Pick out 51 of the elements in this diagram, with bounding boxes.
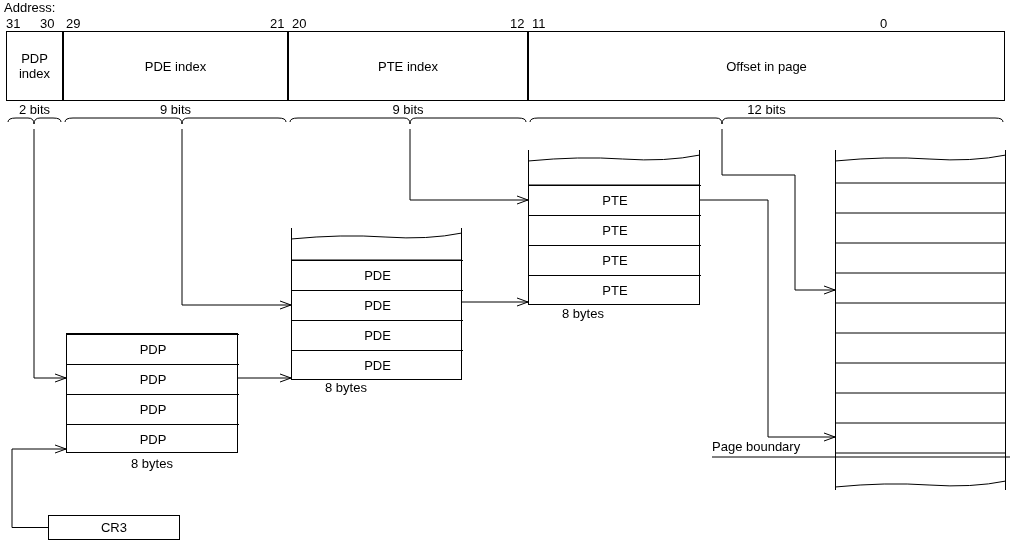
arrow (33, 128, 67, 383)
bit-number: 12 (510, 17, 525, 31)
field-label: PTE (602, 193, 628, 208)
arrow (721, 128, 836, 295)
bit-number: 0 (880, 17, 888, 31)
field-label: PDE (364, 328, 391, 343)
bit-number: 20 (292, 17, 307, 31)
arrow (11, 444, 67, 528)
field-label: PDE (364, 298, 391, 313)
arrow (409, 128, 529, 205)
field-label: PDP (139, 372, 167, 387)
field-label: PTE (602, 223, 628, 238)
field-label: PDP (139, 342, 167, 357)
field-label: PDE index (144, 58, 207, 74)
bit-number: 11 (532, 17, 546, 31)
boundary-label: Page boundary (712, 440, 801, 454)
field-label: CR3 (101, 520, 127, 535)
field-label: PDP (139, 432, 167, 447)
address-field (288, 31, 528, 101)
size-label: 8 bytes (324, 381, 368, 395)
address-field (528, 31, 1005, 101)
arrow (237, 373, 292, 383)
entry-table (528, 150, 700, 305)
address-field (6, 31, 63, 101)
size-label: 9 bits (391, 103, 425, 117)
arrow (699, 199, 836, 442)
heading-label: Address: (4, 1, 56, 15)
field-label: PDE (364, 268, 391, 283)
field-label: Offset in page (726, 58, 807, 74)
field-label: PDP (139, 402, 167, 417)
register-box (48, 515, 180, 540)
size-label: 8 bytes (561, 307, 605, 321)
bit-number: 21 (270, 17, 285, 31)
arrow (181, 128, 292, 310)
field-label: PDP index (17, 51, 52, 81)
field-label: PTE (602, 253, 628, 268)
field-label: PDE (364, 358, 391, 373)
bit-number: 30 (40, 17, 55, 31)
bit-number: 29 (66, 17, 81, 31)
memory-page (835, 150, 1006, 490)
entry-table (291, 228, 462, 380)
field-label: PTE index (378, 58, 438, 74)
entry-table (66, 333, 238, 453)
address-field (63, 31, 288, 101)
bit-number: 31 (6, 17, 21, 31)
arrow (461, 297, 529, 307)
size-label: 8 bytes (130, 457, 174, 471)
field-label: PTE (602, 283, 628, 298)
size-label: 2 bits (17, 103, 52, 117)
size-label: 12 bits (746, 103, 787, 117)
size-label: 9 bits (158, 103, 193, 117)
